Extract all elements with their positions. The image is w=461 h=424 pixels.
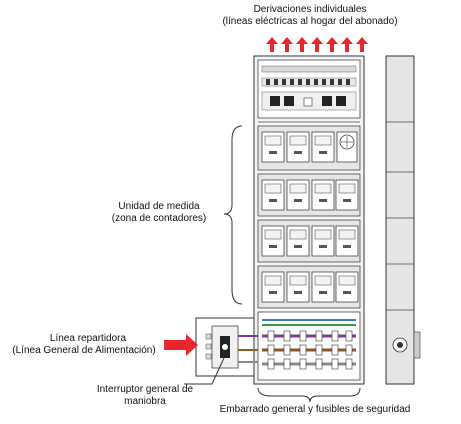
meter-icon bbox=[286, 225, 310, 257]
busbar-brace bbox=[257, 387, 361, 403]
meter-icon bbox=[311, 271, 335, 303]
meter-icon bbox=[311, 225, 335, 257]
interruptor-label-line2: maniobra bbox=[124, 396, 166, 407]
meter-icon bbox=[335, 225, 359, 257]
embarrado-label: Embarrado general y fusibles de segurida… bbox=[219, 404, 411, 415]
arrow-right-icon bbox=[164, 334, 198, 356]
arrow-up-icon bbox=[311, 37, 323, 52]
derivaciones-subtitle: (líneas eléctricas al hogar del abonado) bbox=[222, 16, 398, 27]
arrow-up-icon bbox=[266, 37, 278, 52]
busbar-section bbox=[257, 311, 361, 381]
meter-icon bbox=[311, 179, 335, 211]
main-switch-box bbox=[195, 317, 258, 377]
arrow-up-icon bbox=[356, 37, 368, 52]
clock-icon bbox=[336, 131, 358, 163]
output-arrows bbox=[266, 37, 368, 52]
unidad-medida-label: Unidad de medida bbox=[118, 201, 200, 212]
meter-icon bbox=[286, 271, 310, 303]
meter-icon bbox=[261, 271, 285, 303]
linea-repartidora-label: Línea repartidora bbox=[49, 333, 127, 344]
switch-leader-line bbox=[184, 357, 225, 385]
meter-icon bbox=[311, 131, 335, 163]
meter-icon bbox=[261, 179, 285, 211]
meter-icon bbox=[286, 179, 310, 211]
meter-icon bbox=[286, 131, 310, 163]
side-column bbox=[385, 55, 421, 385]
meter-icon bbox=[335, 179, 359, 211]
fuse-icon bbox=[267, 330, 353, 370]
arrow-up-icon bbox=[326, 37, 338, 52]
meter-icon bbox=[261, 131, 285, 163]
interruptor-label-line1: Interruptor general de bbox=[96, 384, 194, 395]
linea-general-label: (Línea General de Alimentación) bbox=[12, 345, 156, 356]
arrow-up-icon bbox=[341, 37, 353, 52]
meter-rows bbox=[257, 125, 361, 309]
derivaciones-title: Derivaciones individuales bbox=[253, 4, 367, 15]
meter-icon bbox=[335, 271, 359, 303]
meter-zone-brace bbox=[223, 125, 243, 305]
meter-icon bbox=[261, 225, 285, 257]
arrow-up-icon bbox=[296, 37, 308, 52]
arrow-up-icon bbox=[281, 37, 293, 52]
zona-contadores-label: (zona de contadores) bbox=[111, 213, 207, 224]
switch-icon bbox=[220, 336, 230, 358]
